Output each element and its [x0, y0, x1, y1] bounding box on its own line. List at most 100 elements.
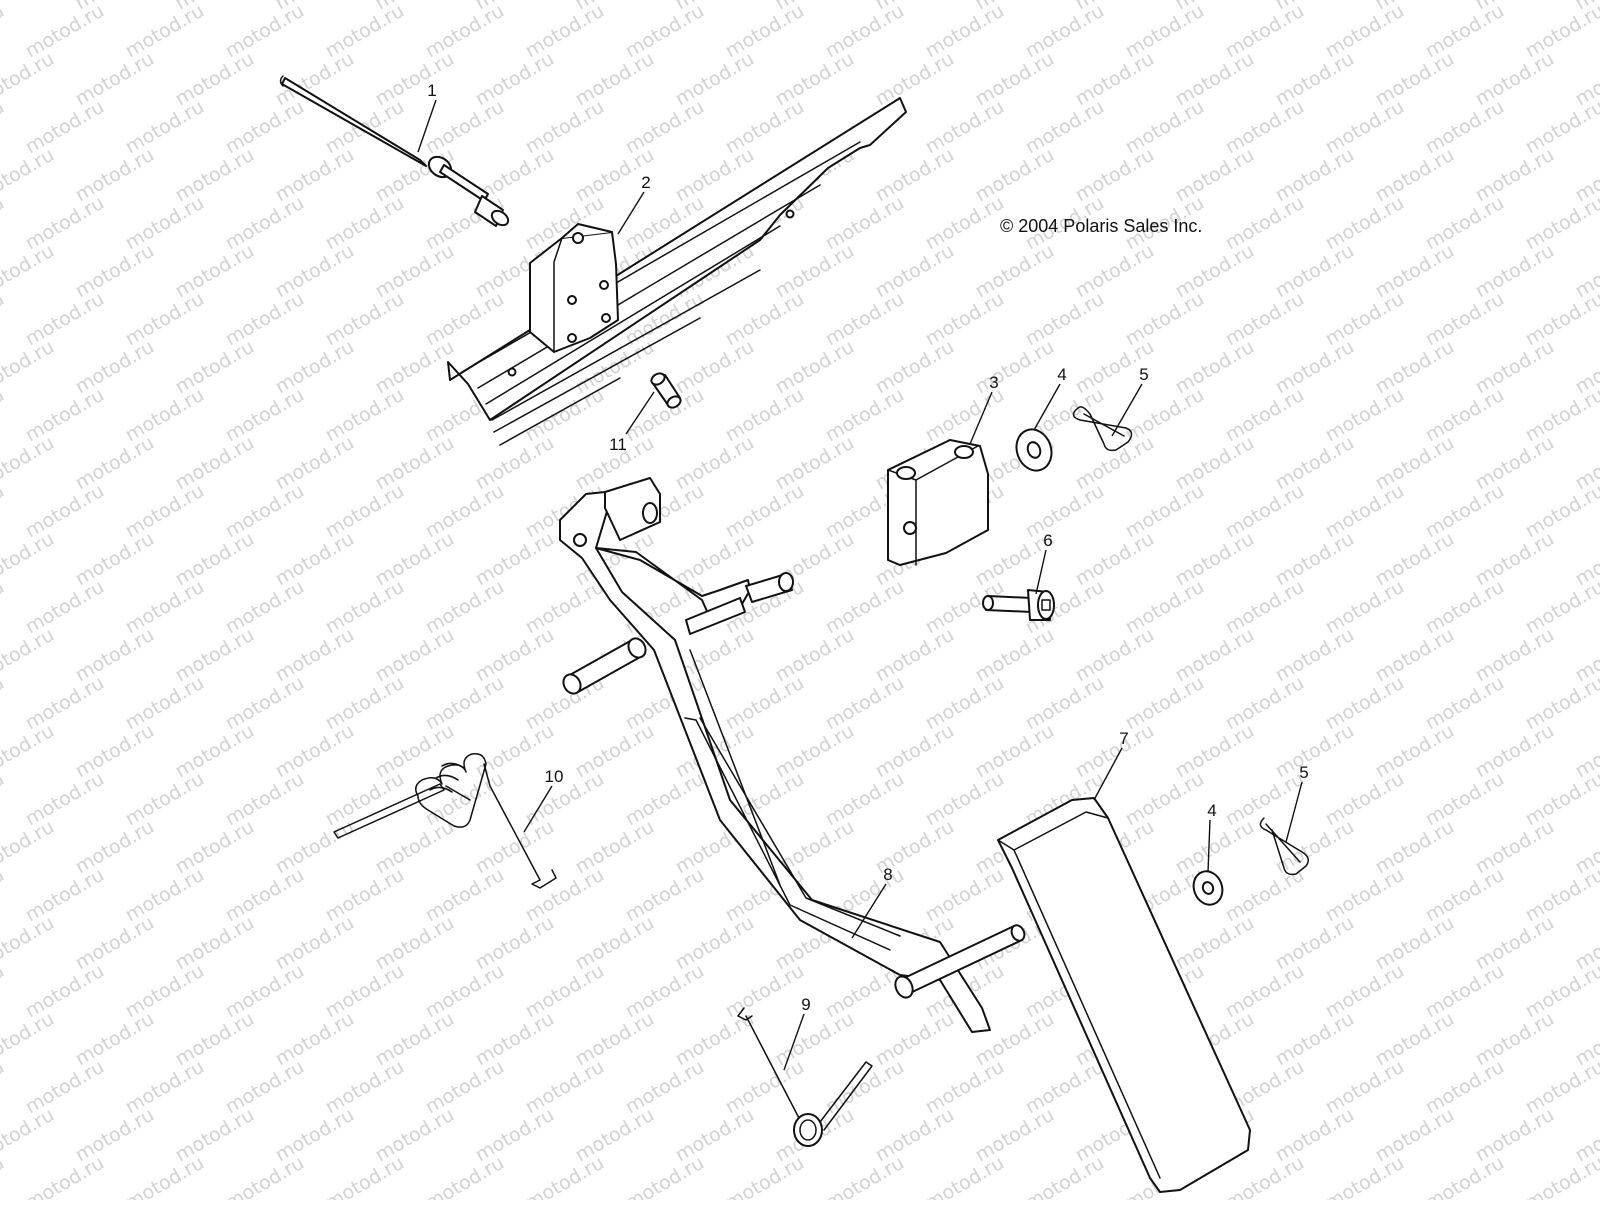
watermark-text: motod.ru [622, 864, 708, 927]
watermark-text: motod.ru [72, 336, 158, 399]
watermark-text: motod.ru [222, 576, 308, 639]
watermark-text: motod.ru [0, 912, 58, 975]
watermark-text: motod.ru [72, 1104, 158, 1167]
watermark-text: motod.ru [972, 48, 1058, 111]
watermark-text: motod.ru [922, 864, 1008, 927]
watermark-text: motod.ru [922, 768, 1008, 831]
watermark-text: motod.ru [322, 672, 408, 735]
watermark-text: motod.ru [1372, 1008, 1458, 1071]
watermark-text: motod.ru [372, 912, 458, 975]
watermark-text: motod.ru [372, 1104, 458, 1167]
watermark-text: motod.ru [1222, 384, 1308, 447]
watermark-text: motod.ru [1522, 1152, 1600, 1200]
watermark-text: motod.ru [222, 480, 308, 543]
watermark-text: motod.ru [22, 1056, 108, 1119]
watermark-text: motod.ru [372, 528, 458, 591]
watermark-text: motod.ru [1272, 48, 1358, 111]
watermark-text: motod.ru [1122, 576, 1208, 639]
watermark-text: motod.ru [1272, 912, 1358, 975]
watermark-text: motod.ru [572, 720, 658, 783]
watermark-text: motod.ru [372, 240, 458, 303]
watermark-text: motod.ru [122, 864, 208, 927]
watermark-text: motod.ru [472, 624, 558, 687]
watermark-text: motod.ru [1172, 336, 1258, 399]
watermark-text: motod.ru [822, 288, 908, 351]
watermark-text: motod.ru [1122, 96, 1208, 159]
watermark-text: motod.ru [1072, 528, 1158, 591]
watermark-text: motod.ru [1422, 768, 1508, 831]
watermark-text: motod.ru [1172, 816, 1258, 879]
watermark-text: motod.ru [422, 288, 508, 351]
watermark-text: motod.ru [772, 1008, 858, 1071]
watermark-text: motod.ru [1072, 144, 1158, 207]
watermark-text: motod.ru [722, 960, 808, 1023]
watermark-text: motod.ru [1472, 528, 1558, 591]
watermark-text: motod.ru [972, 720, 1058, 783]
watermark-text: motod.ru [1322, 288, 1408, 351]
watermark-text: motod.ru [172, 528, 258, 591]
callout-10: 10 [545, 767, 564, 786]
watermark-text: motod.ru [222, 96, 308, 159]
watermark-text: motod.ru [1522, 960, 1600, 1023]
watermark-text: motod.ru [1172, 912, 1258, 975]
watermark-text: motod.ru [272, 144, 358, 207]
watermark-text: motod.ru [322, 384, 408, 447]
watermark-text: motod.ru [272, 624, 358, 687]
watermark-text: motod.ru [122, 576, 208, 639]
watermark-text: motod.ru [372, 624, 458, 687]
watermark-text: motod.ru [622, 0, 708, 62]
watermark-text: motod.ru [772, 336, 858, 399]
watermark-text: motod.ru [772, 240, 858, 303]
watermark-text: motod.ru [1272, 720, 1358, 783]
watermark-text: motod.ru [72, 144, 158, 207]
watermark-text: motod.ru [322, 768, 408, 831]
watermark-text: motod.ru [1222, 576, 1308, 639]
watermark-text: motod.ru [172, 336, 258, 399]
watermark-text: motod.ru [1022, 288, 1108, 351]
watermark-text: motod.ru [872, 1104, 958, 1167]
watermark-text: motod.ru [1072, 432, 1158, 495]
watermark-text: motod.ru [1372, 720, 1458, 783]
watermark-text: motod.ru [822, 384, 908, 447]
watermark-text: motod.ru [1172, 624, 1258, 687]
watermark-text: motod.ru [1422, 192, 1508, 255]
watermark-text: motod.ru [1522, 768, 1600, 831]
watermark-text: motod.ru [1122, 384, 1208, 447]
watermark-text: motod.ru [822, 576, 908, 639]
watermark-text: motod.ru [1522, 576, 1600, 639]
watermark-text: motod.ru [1272, 432, 1358, 495]
watermark-text: motod.ru [1222, 768, 1308, 831]
watermark-text: motod.ru [72, 240, 158, 303]
watermark-text: motod.ru [1122, 0, 1208, 62]
watermark-text: motod.ru [722, 480, 808, 543]
watermark-text: motod.ru [522, 576, 608, 639]
watermark-text: motod.ru [1372, 528, 1458, 591]
watermark-text: motod.ru [0, 192, 8, 255]
watermark-text: motod.ru [1022, 0, 1108, 62]
watermark-text: motod.ru [122, 192, 208, 255]
watermark-text: motod.ru [1472, 912, 1558, 975]
watermark-text: motod.ru [1272, 624, 1358, 687]
watermark-text: motod.ru [1072, 624, 1158, 687]
watermark-text: motod.ru [672, 336, 758, 399]
watermark-text: motod.ru [172, 1008, 258, 1071]
watermark-text: motod.ru [0, 288, 8, 351]
watermark-text: motod.ru [872, 144, 958, 207]
watermark-text: motod.ru [1222, 288, 1308, 351]
watermark-text: motod.ru [1472, 48, 1558, 111]
watermark-text: motod.ru [322, 1152, 408, 1200]
watermark-text: motod.ru [222, 1056, 308, 1119]
callout-2: 2 [641, 173, 650, 192]
watermark-text: motod.ru [672, 1104, 758, 1167]
watermark-text: motod.ru [1272, 1104, 1358, 1167]
watermark-text: motod.ru [22, 288, 108, 351]
watermark-text: motod.ru [772, 624, 858, 687]
watermark-text: motod.ru [122, 96, 208, 159]
watermark-text: motod.ru [72, 48, 158, 111]
watermark-text: motod.ru [472, 912, 558, 975]
watermark-text: motod.ru [772, 720, 858, 783]
watermark-text: motod.ru [722, 288, 808, 351]
watermark-text: motod.ru [322, 288, 408, 351]
watermark-text: motod.ru [1522, 288, 1600, 351]
